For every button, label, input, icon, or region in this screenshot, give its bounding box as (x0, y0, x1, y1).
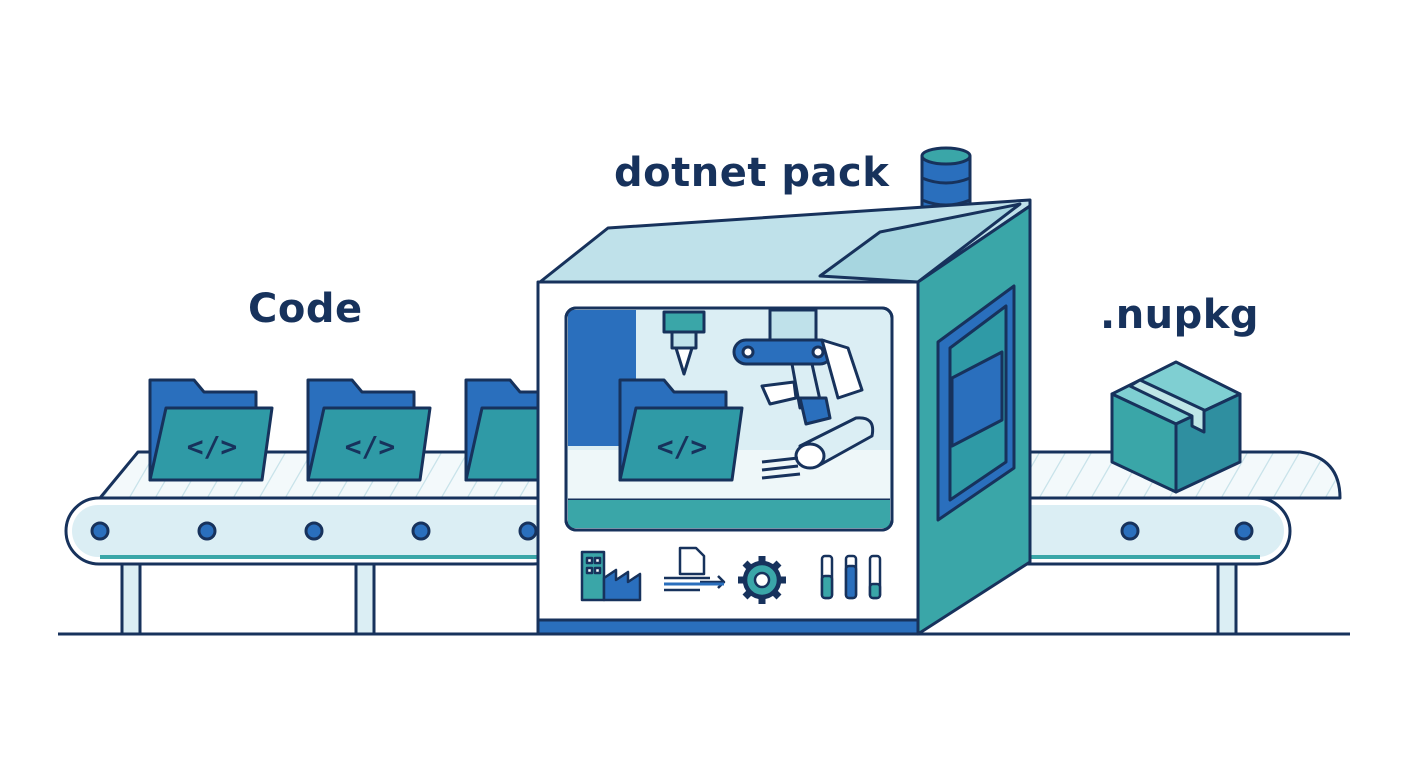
conveyor-roller (197, 521, 217, 541)
conveyor-roller (1120, 521, 1140, 541)
gear-icon (738, 556, 786, 604)
conveyor-roller (304, 521, 324, 541)
conveyor-roller (1234, 521, 1254, 541)
code-folder-icon: </> (618, 378, 744, 482)
conveyor-roller (518, 521, 538, 541)
factory-icon (580, 550, 642, 602)
nozzle (662, 310, 706, 376)
conveyor-leg (354, 558, 376, 636)
input-label: Code (248, 286, 363, 332)
packaging-roller (761, 416, 875, 480)
code-symbol: </> (657, 430, 708, 463)
code-folder-icon: </> (306, 378, 432, 482)
conveyor-roller (411, 521, 431, 541)
output-label: .nupkg (1100, 292, 1260, 338)
code-folder-icon: </> (148, 378, 274, 482)
code-symbol: </> (345, 430, 396, 463)
code-symbol: </> (187, 430, 238, 463)
conveyor-leg (1216, 558, 1238, 636)
sliders-icon (820, 554, 882, 600)
conveyor-leg (120, 558, 142, 636)
conveyor-roller (90, 521, 110, 541)
document-arrow-icon (664, 546, 726, 592)
pack-machine: </> (536, 146, 1032, 636)
robotic-arm (732, 308, 864, 426)
process-label: dotnet pack (614, 150, 890, 196)
input-conveyor (64, 450, 568, 636)
package-box-icon (1110, 360, 1242, 494)
